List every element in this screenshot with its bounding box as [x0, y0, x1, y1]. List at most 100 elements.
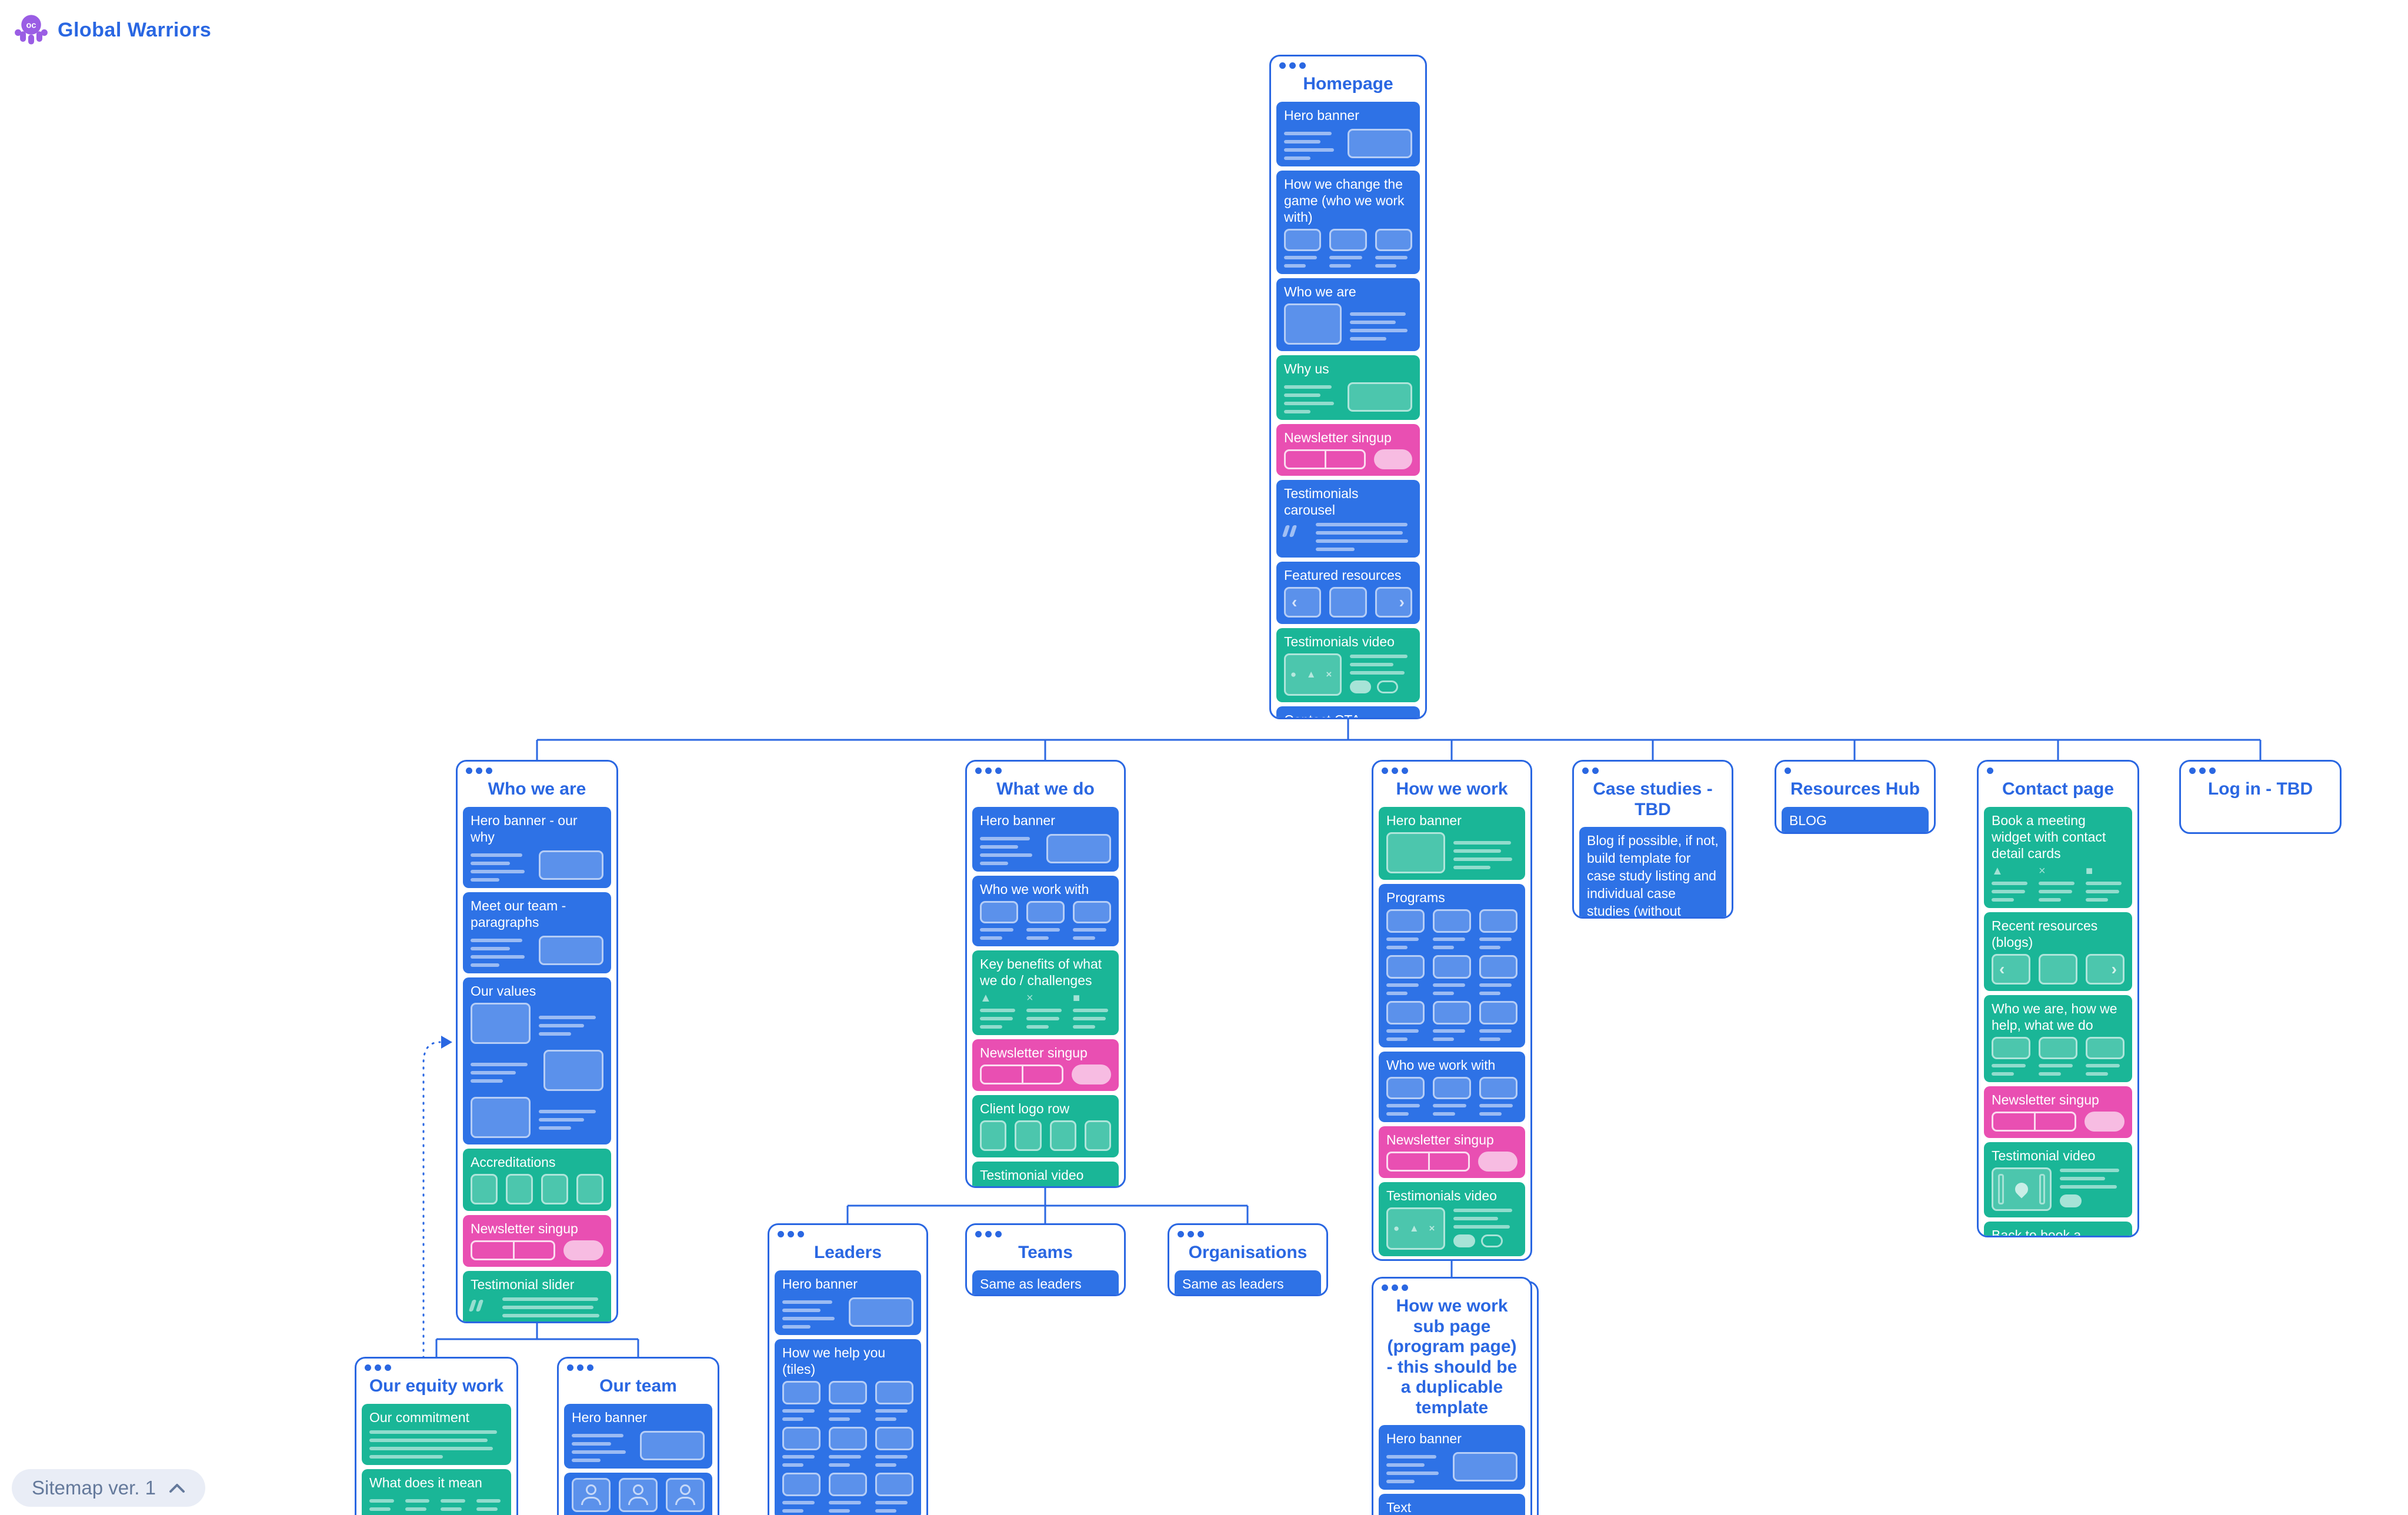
page-title[interactable]: Leaders	[813, 1243, 882, 1262]
section-block[interactable]	[564, 1472, 712, 1515]
page-title[interactable]: Teams	[1018, 1243, 1073, 1262]
card-menu-dots[interactable]	[1178, 1231, 1204, 1237]
section-block[interactable]: Contact CTA	[1379, 1260, 1525, 1261]
section-block[interactable]: What does it mean	[362, 1469, 511, 1515]
section-block[interactable]: Hero banner	[1379, 806, 1525, 880]
placeholder-line	[538, 1109, 596, 1113]
section-label: Text	[1386, 1500, 1412, 1515]
section-block[interactable]: BLOG	[1782, 806, 1929, 832]
section-block[interactable]: Hero banner - our why	[463, 806, 611, 888]
section-block[interactable]: Client logo row	[972, 1094, 1119, 1157]
section-block[interactable]: How we help you (tiles)	[775, 1339, 921, 1515]
page-title[interactable]: Our team	[599, 1376, 677, 1396]
section-block[interactable]: Who we work with	[1379, 1051, 1525, 1122]
section-block[interactable]: Hero banner	[972, 806, 1119, 872]
card-menu-dots[interactable]	[1785, 767, 1791, 774]
section-block[interactable]: Newsletter singup	[1276, 423, 1420, 476]
card-menu-dots[interactable]	[365, 1364, 391, 1371]
section-block[interactable]: Hero banner	[1276, 101, 1420, 166]
sitemap-version-button[interactable]: Sitemap ver. 1	[12, 1469, 205, 1507]
section-block[interactable]: Newsletter singup	[1379, 1126, 1525, 1178]
section-block[interactable]: Newsletter singup	[1984, 1086, 2132, 1138]
page-title[interactable]: How we work	[1396, 779, 1508, 799]
card-menu-dots[interactable]	[975, 767, 1002, 774]
section-block[interactable]: Key benefits of what we do / challenges▲…	[972, 950, 1119, 1035]
section-block[interactable]: Newsletter singup	[972, 1039, 1119, 1091]
placeholder-line	[1284, 385, 1332, 389]
page-title[interactable]: Resources Hub	[1790, 779, 1920, 799]
section-block[interactable]: Testimonial slider	[463, 1270, 611, 1322]
section-block[interactable]: Accreditations	[463, 1148, 611, 1211]
card-case-studies[interactable]: Case studies - TBD Blog if possible, if n…	[1572, 760, 1733, 919]
page-title[interactable]: Who we are	[488, 779, 586, 799]
card-menu-dots[interactable]	[975, 1231, 1002, 1237]
page-title[interactable]: Organisations	[1188, 1243, 1308, 1262]
section-block[interactable]: Book a meeting widget with contact detai…	[1984, 806, 2132, 908]
card-menu-dots[interactable]	[466, 767, 492, 774]
card-how-we-work-sub[interactable]: How we work sub page (program page) - th…	[1372, 1277, 1532, 1515]
placeholder-line	[1316, 539, 1409, 543]
section-block[interactable]: Testimonials video● ▲ ×	[1379, 1182, 1525, 1256]
section-block[interactable]: Text	[1379, 1494, 1525, 1515]
card-log-in[interactable]: Log in - TBD	[2179, 760, 2342, 834]
section-block[interactable]: Who we are	[1276, 278, 1420, 351]
card-menu-dots[interactable]	[567, 1364, 593, 1371]
placeholder-tile	[1386, 909, 1425, 933]
placeholder-tile: ● ▲ ×	[1284, 653, 1342, 696]
section-block[interactable]: Newsletter singup	[463, 1214, 611, 1267]
section-block[interactable]: Meet our team - paragraphs	[463, 892, 611, 973]
section-block[interactable]: Who we are, how we help, what we do	[1984, 995, 2132, 1082]
card-menu-dots[interactable]	[778, 1231, 804, 1237]
placeholder-tile	[1329, 586, 1367, 618]
section-block[interactable]: Testimonial video● ▲ ×	[972, 1161, 1119, 1186]
page-title[interactable]: Log in - TBD	[2207, 779, 2313, 799]
section-block[interactable]: Contact CTA	[1276, 706, 1420, 718]
section-block[interactable]: Programs	[1379, 883, 1525, 1047]
section-block[interactable]: Our values	[463, 977, 611, 1144]
page-title[interactable]: Contact page	[2002, 779, 2114, 799]
section-block[interactable]: How we change the game (who we work with…	[1276, 170, 1420, 274]
section-block[interactable]: Testimonials video● ▲ ×	[1276, 628, 1420, 703]
section-block[interactable]: Why us	[1276, 355, 1420, 420]
section-label: Hero banner	[1386, 812, 1462, 828]
page-title[interactable]: Homepage	[1303, 74, 1393, 94]
section-block[interactable]: Featured resources‹›	[1276, 561, 1420, 624]
section-block[interactable]: Same as leaders	[972, 1270, 1119, 1294]
section-block[interactable]: Hero banner	[564, 1403, 712, 1469]
placeholder-line	[829, 1417, 850, 1421]
section-block[interactable]: Hero banner	[775, 1270, 921, 1335]
section-block[interactable]: Who we work with	[972, 875, 1119, 946]
shape-icon: ×	[1026, 991, 1033, 1005]
page-title[interactable]: How we work sub page (program page) - th…	[1386, 1296, 1517, 1417]
page-title[interactable]: What we do	[996, 779, 1095, 799]
section-block[interactable]: Our commitment	[362, 1403, 511, 1465]
card-menu-dots[interactable]	[1987, 767, 1993, 774]
section-block[interactable]: Same as leaders	[1175, 1270, 1321, 1294]
card-menu-dots[interactable]	[1582, 767, 1599, 774]
page-title[interactable]: Our equity work	[369, 1376, 504, 1396]
section-block[interactable]: Recent resources (blogs)‹›	[1984, 912, 2132, 991]
card-menu-dots[interactable]	[1279, 62, 1306, 69]
section-block[interactable]: Testimonial video	[1984, 1142, 2132, 1217]
card-menu-dots[interactable]	[1382, 767, 1408, 774]
section-block[interactable]: Blog if possible, if not, build template…	[1579, 827, 1726, 917]
wf-signup	[1992, 1111, 2124, 1132]
placeholder-line	[369, 1438, 488, 1442]
section-block[interactable]: Back to book a meeting button	[1984, 1221, 2132, 1236]
section-block[interactable]: Hero banner	[1379, 1425, 1525, 1490]
card-menu-dots[interactable]	[2189, 767, 2216, 774]
card-menu-dots[interactable]	[1382, 1284, 1408, 1291]
section-block[interactable]: Testimonials carousel	[1276, 479, 1420, 558]
page-title[interactable]: Case studies - TBD	[1593, 779, 1713, 819]
